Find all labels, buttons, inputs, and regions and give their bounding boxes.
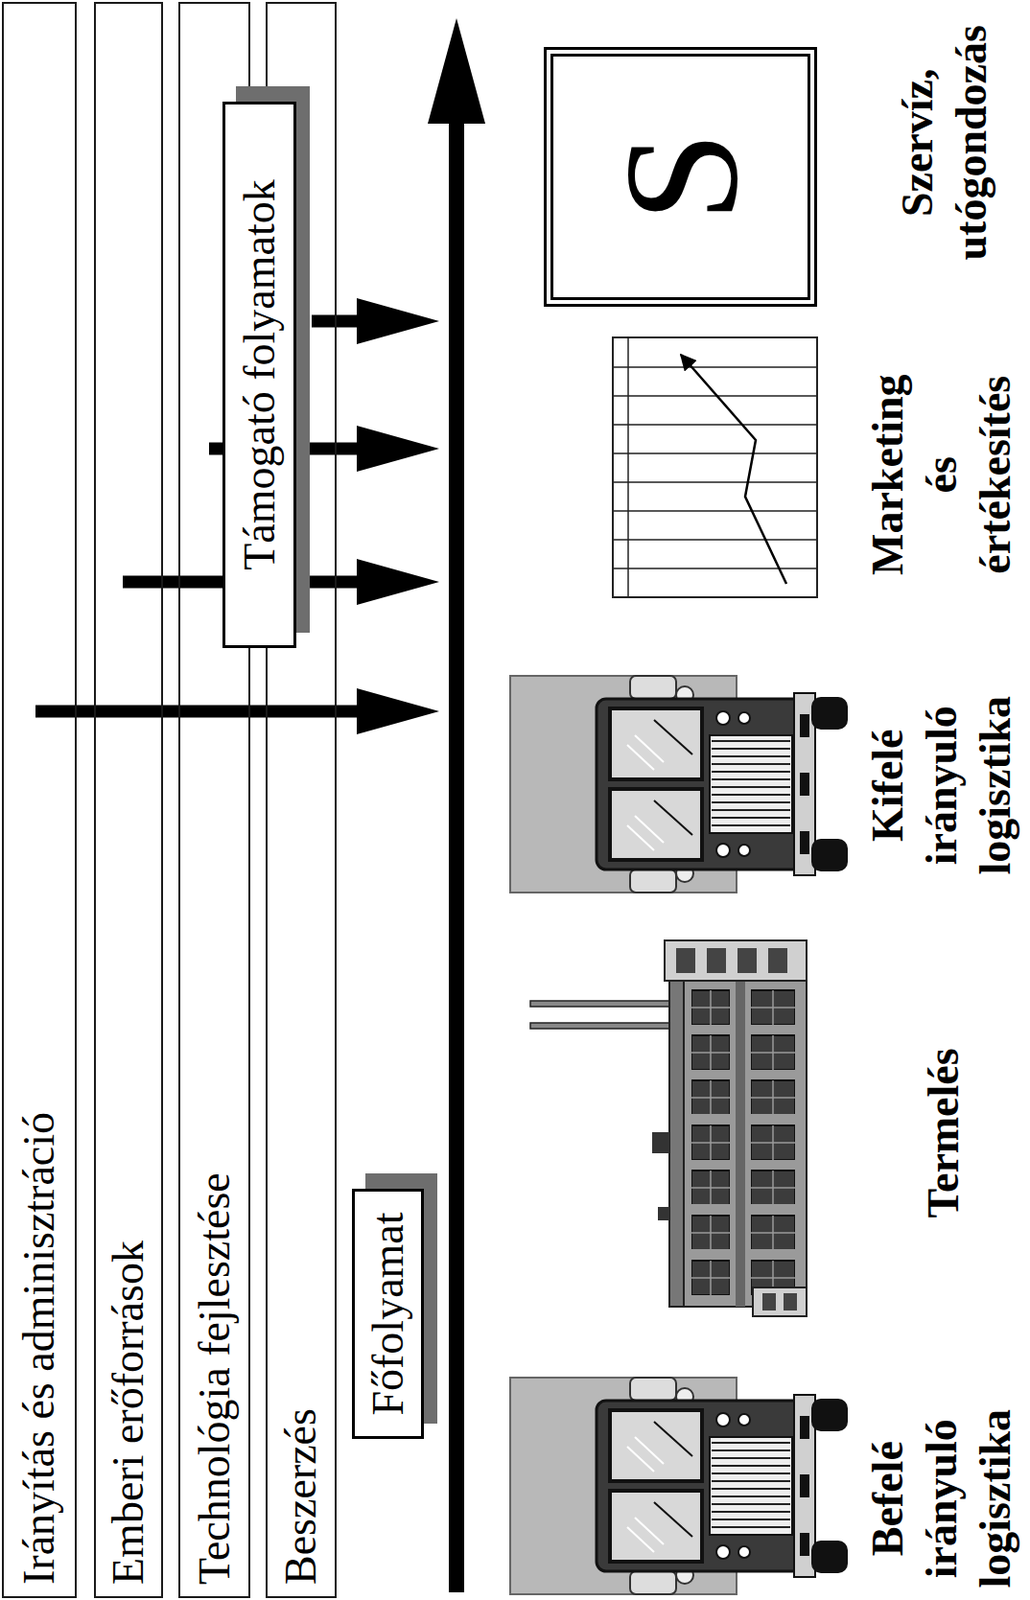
node-text: Főfolyamat [366,1212,411,1416]
service-frame: S [543,46,818,307]
illustration-part [627,337,630,598]
support-band: Emberi erőforrások [93,1,164,1599]
illustration-part [35,705,359,719]
node-text: Irányítás és adminisztráció [17,1112,62,1586]
factory-icon [530,940,807,1317]
process-box: Támogató folyamatok [222,101,297,649]
illustration-part [530,1001,679,1007]
illustration-part [356,425,440,472]
illustration-part [737,948,757,974]
illustration-part [706,948,726,974]
illustration-part [664,940,807,982]
illustration-part [427,18,486,124]
illustration-part [669,947,685,1308]
node-text: Emberi erőforrások [106,1240,151,1586]
illustration-part [657,1207,670,1221]
illustration-part [750,980,796,1296]
illustration-part [448,119,465,1593]
truck-icon [510,676,848,893]
illustration-part [356,559,440,606]
node-text: S [599,131,763,223]
illustration-part [680,354,787,585]
illustration-part [356,298,440,345]
illustration-part [676,948,696,974]
illustration-part [612,337,818,598]
illustration-part [356,688,440,735]
activity-label: Befelé irányuló logisztika [861,1409,1023,1590]
illustration-part [783,1293,797,1311]
process-box: Főfolyamat [351,1189,424,1440]
illustration-part [652,1132,670,1154]
illustration-part [752,1287,807,1317]
node-text: Támogató folyamatok [237,179,282,571]
illustration-part [691,980,730,1296]
illustration-part [762,1293,776,1311]
illustration-part [735,971,746,1308]
activity-label: Marketing és értékesítés [861,374,1023,576]
main-process-arrow [427,18,486,1593]
illustration-part [612,367,818,569]
support-band: Irányítás és adminisztráció [1,1,77,1599]
node-text: Technológia fejlesztése [192,1172,237,1586]
truck-icon [510,1378,848,1595]
illustration-part [530,1023,679,1030]
activity-label: Kifelé irányuló logisztika [861,696,1023,876]
node-text: Beszerzés [279,1408,324,1586]
chart-icon [612,337,818,598]
activity-label: Szervíz, utógondozás [890,24,999,260]
illustration-part [683,971,807,1308]
activity-label: Termelés [916,1048,971,1218]
illustration-part [768,948,788,974]
